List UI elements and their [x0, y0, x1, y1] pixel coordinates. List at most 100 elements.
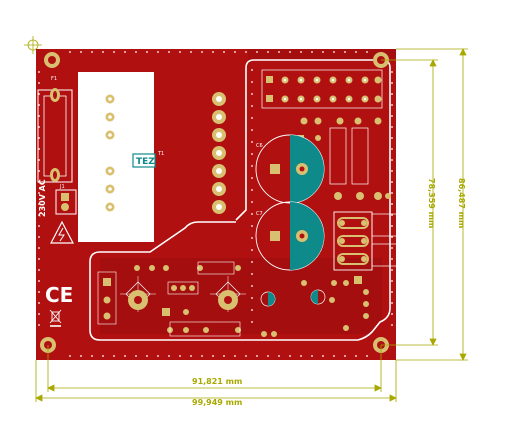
via [391, 324, 393, 326]
via [146, 355, 148, 357]
via [311, 355, 313, 357]
via [391, 192, 393, 194]
voltage-regulator-right [210, 276, 246, 312]
via [38, 203, 40, 205]
via [245, 51, 247, 53]
via [391, 93, 393, 95]
via [190, 355, 192, 357]
via [251, 297, 253, 299]
via [38, 225, 40, 227]
via [366, 51, 368, 53]
via [251, 93, 253, 95]
via [234, 51, 236, 53]
via [251, 273, 253, 275]
via [391, 148, 393, 150]
via [157, 51, 159, 53]
via [391, 170, 393, 172]
via [251, 177, 253, 179]
voltage-regulator-left [120, 276, 156, 312]
via [157, 355, 159, 357]
copper-pour-secondary [100, 258, 382, 334]
via [38, 93, 40, 95]
lower-small-components [103, 265, 277, 337]
via [391, 159, 393, 161]
via [135, 51, 137, 53]
via [38, 192, 40, 194]
dimension-width-outer: 99,949 mm [192, 398, 242, 407]
via [38, 82, 40, 84]
via [391, 214, 393, 216]
via [344, 355, 346, 357]
via [251, 249, 253, 251]
via [251, 165, 253, 167]
via [223, 51, 225, 53]
via [322, 355, 324, 357]
via [251, 81, 253, 83]
via [300, 355, 302, 357]
via [91, 355, 93, 357]
via [311, 51, 313, 53]
stitching-vias [38, 51, 393, 357]
via [91, 51, 93, 53]
via [38, 181, 40, 183]
via [256, 355, 258, 357]
via [251, 105, 253, 107]
via [212, 51, 214, 53]
label-voltage: 230V AC [38, 179, 47, 217]
via [38, 269, 40, 271]
via [251, 201, 253, 203]
via [124, 51, 126, 53]
lower-component-outlines [97, 261, 241, 337]
via [391, 236, 393, 238]
via [179, 51, 181, 53]
via [168, 355, 170, 357]
via [251, 309, 253, 311]
via [168, 51, 170, 53]
mains-connector-j1 [55, 189, 77, 215]
via [300, 51, 302, 53]
via [344, 51, 346, 53]
via [38, 214, 40, 216]
via [333, 51, 335, 53]
via [234, 355, 236, 357]
via [80, 355, 82, 357]
via [251, 141, 253, 143]
top-component-row [261, 69, 383, 109]
via [391, 269, 393, 271]
via [391, 313, 393, 315]
via [38, 236, 40, 238]
via [201, 355, 203, 357]
via [69, 51, 71, 53]
via [391, 280, 393, 282]
via [251, 213, 253, 215]
via [102, 355, 104, 357]
transformer-secondary-pads [212, 92, 226, 214]
via [135, 355, 137, 357]
via [38, 313, 40, 315]
via [251, 261, 253, 263]
via [38, 291, 40, 293]
via [102, 51, 104, 53]
via [391, 137, 393, 139]
via [251, 189, 253, 191]
origin-crosshair-icon [24, 36, 42, 54]
ce-mark-icon: CE [45, 283, 73, 307]
via [251, 69, 253, 71]
via [391, 225, 393, 227]
via [113, 355, 115, 357]
via [201, 51, 203, 53]
via [289, 355, 291, 357]
via [38, 159, 40, 161]
weee-bin-icon [49, 309, 62, 327]
via [322, 51, 324, 53]
label-connector-j1: J1 [59, 184, 65, 190]
transformer-badge [132, 153, 156, 168]
dimension-lines [35, 48, 468, 402]
via [38, 324, 40, 326]
via [251, 117, 253, 119]
via [38, 258, 40, 260]
dimension-width-inner: 91,821 mm [192, 377, 242, 386]
via [38, 148, 40, 150]
via [38, 126, 40, 128]
